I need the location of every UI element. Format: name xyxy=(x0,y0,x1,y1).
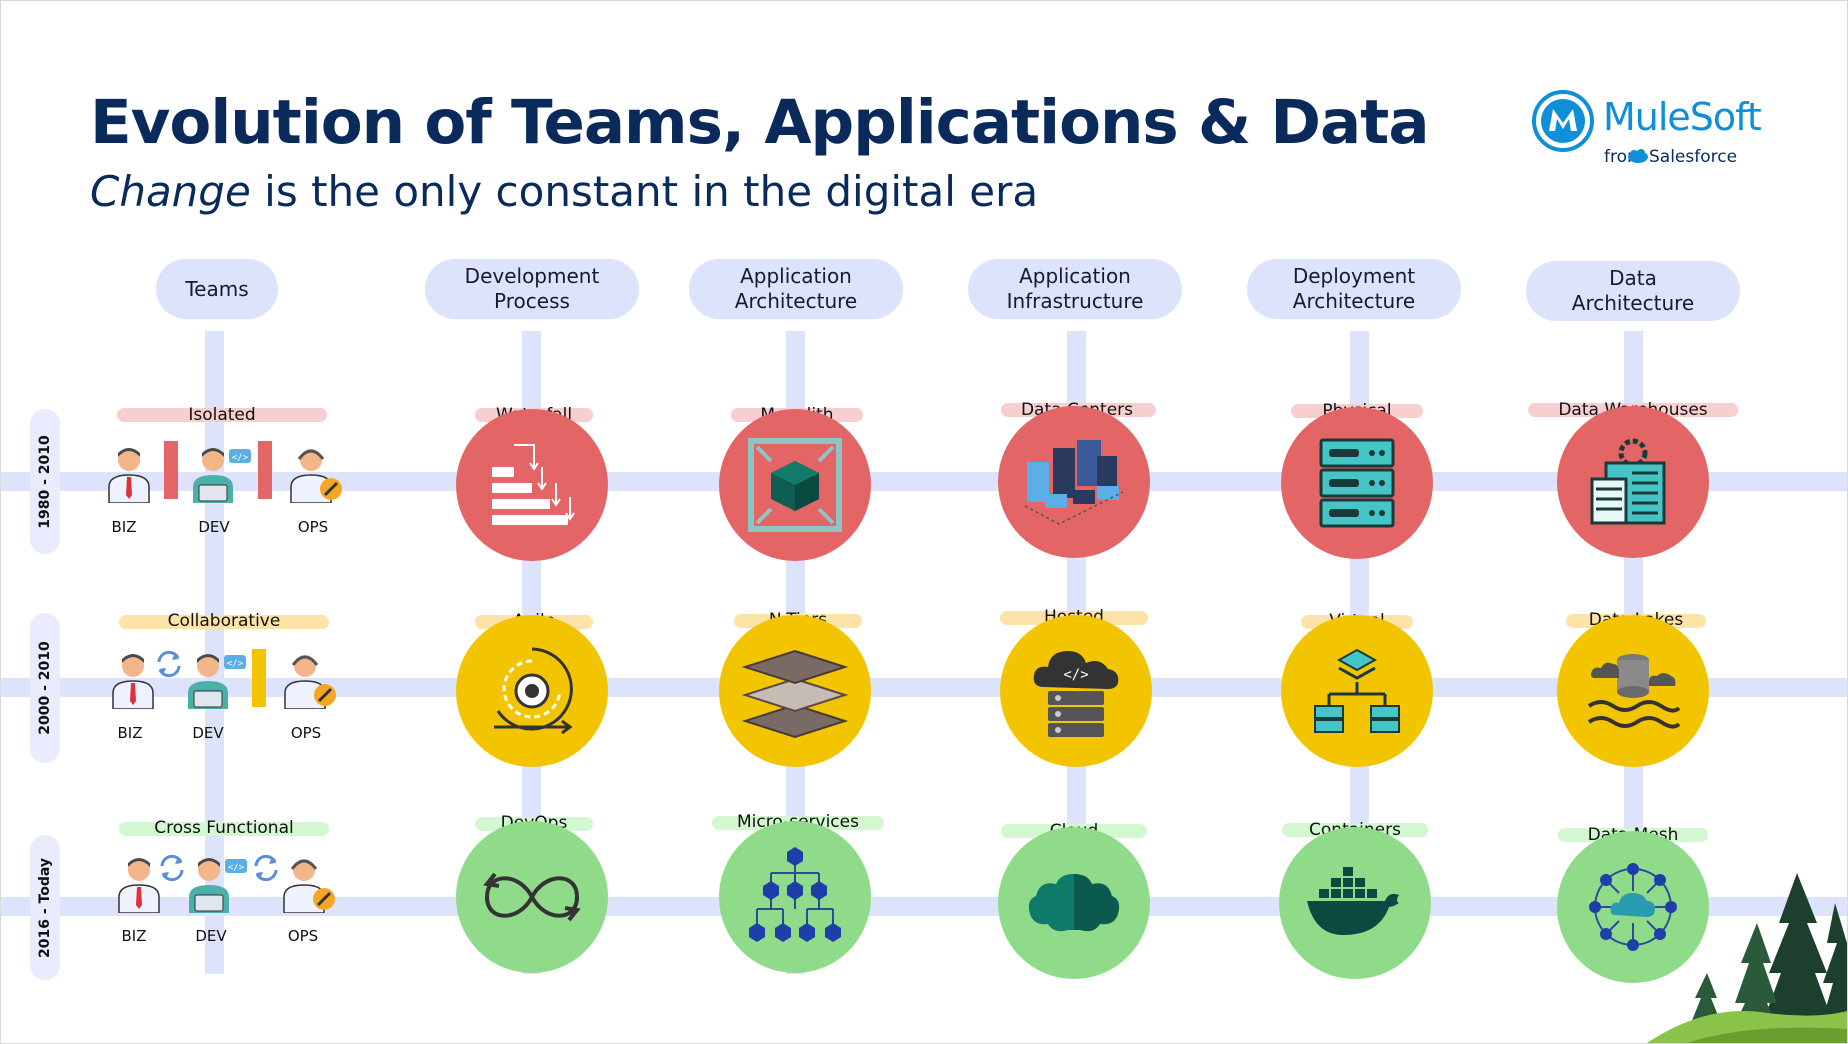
team-tag-bg xyxy=(119,822,329,836)
sync-icon xyxy=(157,650,181,678)
agile-node xyxy=(456,615,608,767)
monolith-node xyxy=(719,409,871,561)
logo-partner: Salesforce xyxy=(1649,147,1738,167)
role-label-dev: DEV xyxy=(195,927,227,945)
team-style-isolated: Isolated xyxy=(188,405,256,425)
data-lake-node xyxy=(1557,615,1709,767)
physical-node xyxy=(1281,407,1433,559)
team-style-cross-functional: Cross Functional xyxy=(154,818,294,838)
data-lake-icon xyxy=(1587,654,1681,729)
mulesoft-logo: MuleSoft from Salesforce xyxy=(1531,89,1762,169)
data-warehouse-icon xyxy=(1590,438,1666,525)
layered-tiers-icon xyxy=(741,649,849,739)
column-header-data-architecture: Data Architecture xyxy=(1526,261,1740,321)
subtitle-emphasis: Change xyxy=(90,167,251,216)
column-header-application-infrastructure: Application Infrastructure xyxy=(968,259,1182,319)
partial-divider xyxy=(252,649,266,707)
era-label-1: 1980 - 2010 xyxy=(30,409,60,554)
column-header-deployment-architecture: Deployment Architecture xyxy=(1247,259,1461,319)
role-label-ops: OPS xyxy=(287,927,319,945)
page-subtitle: Change is the only constant in the digit… xyxy=(90,167,1038,216)
svg-text:</>: </> xyxy=(1063,667,1088,683)
hosted-node: </> xyxy=(1000,615,1152,767)
agile-cycle-gear-icon xyxy=(494,647,573,735)
hosted-cloud-server-icon: </> xyxy=(1033,651,1119,737)
waterfall-icon xyxy=(492,444,575,525)
virtual-network-icon xyxy=(1314,648,1400,733)
biz-person-icon xyxy=(111,853,167,914)
team-tag-bg xyxy=(119,615,329,629)
column-header-application-architecture: Application Architecture xyxy=(689,259,903,319)
virtual-node xyxy=(1281,615,1433,767)
biz-person-icon xyxy=(105,649,161,710)
silo-divider xyxy=(258,441,272,499)
ops-person-icon xyxy=(285,443,345,504)
column-header-teams: Teams xyxy=(156,259,278,319)
svg-text:</>: </> xyxy=(232,453,249,463)
sync-icon xyxy=(254,854,278,882)
era-label-2: 2000 - 2010 xyxy=(30,613,60,763)
cloud-node xyxy=(998,827,1150,979)
biz-person-icon xyxy=(101,443,157,504)
waterfall-node xyxy=(456,409,608,561)
physical-server-rack-icon xyxy=(1319,438,1395,528)
devops-node xyxy=(456,821,608,973)
role-label-biz: BIZ xyxy=(117,724,143,742)
role-label-dev: DEV xyxy=(192,724,224,742)
n-tiers-node xyxy=(719,615,871,767)
role-label-ops: OPS xyxy=(297,518,329,536)
salesforce-cloud-icon xyxy=(1628,149,1648,163)
ops-person-icon xyxy=(279,649,339,710)
subtitle-rest: is the only constant in the digital era xyxy=(250,167,1039,216)
microservices-hierarchy-icon xyxy=(749,847,841,942)
cloud-icon xyxy=(1028,874,1120,932)
role-label-ops: OPS xyxy=(290,724,322,742)
role-label-dev: DEV xyxy=(198,518,230,536)
era-label-3: 2016 - Today xyxy=(30,835,60,980)
containers-node xyxy=(1279,827,1431,979)
data-mesh-node xyxy=(1557,831,1709,983)
column-header-development-process: Development Process xyxy=(425,259,639,319)
svg-text:</>: </> xyxy=(227,659,244,669)
dev-person-icon: </> xyxy=(189,443,253,503)
monolith-cube-icon xyxy=(748,438,842,532)
docker-whale-icon xyxy=(1307,867,1399,935)
datacenter-servers-icon xyxy=(1024,440,1124,525)
dev-person-icon: </> xyxy=(185,853,249,913)
logo-wordmark: MuleSoft xyxy=(1603,95,1762,139)
data-warehouse-node xyxy=(1557,406,1709,558)
data-mesh-network-icon xyxy=(1589,863,1677,951)
devops-infinity-icon xyxy=(483,872,581,922)
ops-person-icon xyxy=(278,853,338,914)
mulesoft-m-icon xyxy=(1532,90,1594,152)
team-tag-bg xyxy=(117,408,327,422)
datacenter-node xyxy=(998,406,1150,558)
sync-icon xyxy=(160,854,184,882)
role-label-biz: BIZ xyxy=(111,518,137,536)
team-style-collaborative: Collaborative xyxy=(167,611,281,631)
role-label-biz: BIZ xyxy=(121,927,147,945)
page-title: Evolution of Teams, Applications & Data xyxy=(90,87,1430,158)
forest-decoration xyxy=(1647,873,1847,1043)
dev-person-icon: </> xyxy=(184,649,248,709)
silo-divider xyxy=(164,441,178,499)
microservices-node xyxy=(719,821,871,973)
svg-text:</>: </> xyxy=(228,863,245,873)
